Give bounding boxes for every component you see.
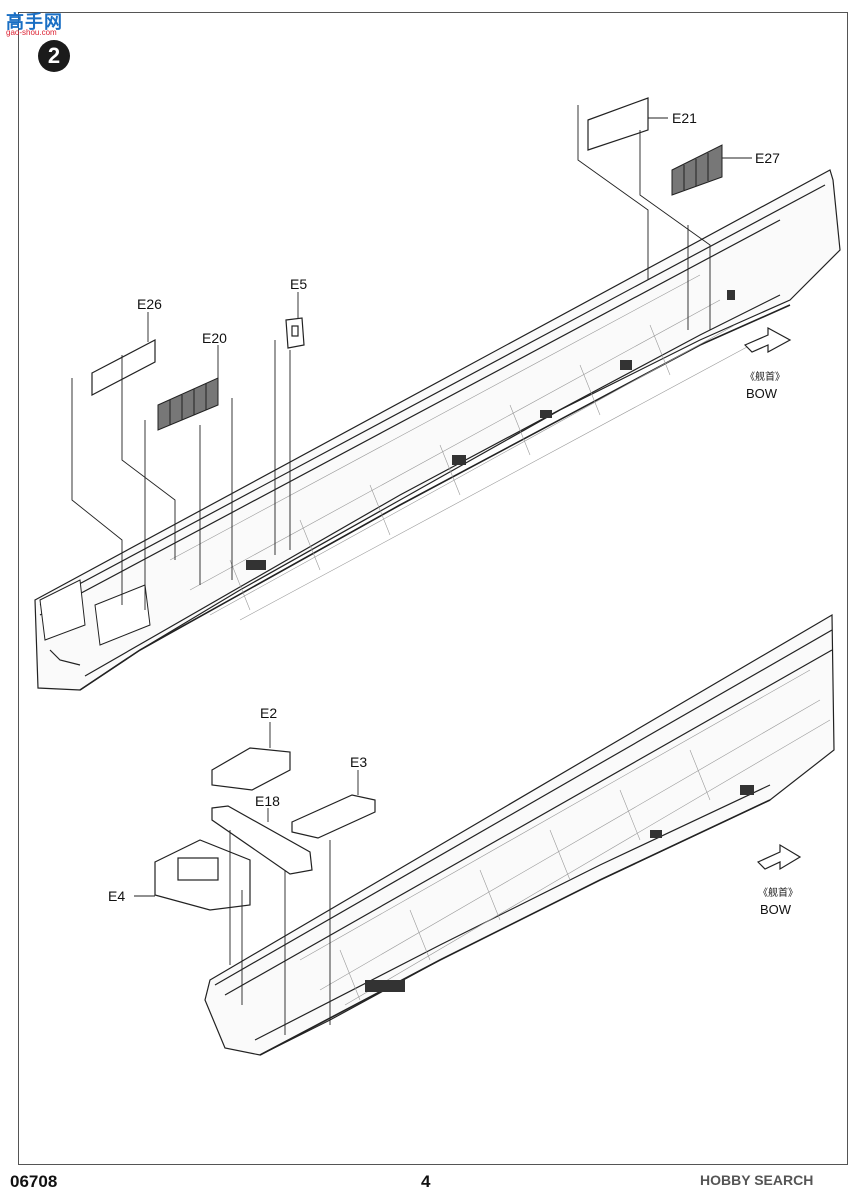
lower-bow-label: BOW	[760, 902, 792, 917]
lower-deck-grid	[299, 669, 831, 1006]
lower-hull-details	[365, 785, 754, 992]
part-e4	[154, 839, 251, 911]
site-logo: 高手网 gao-shou.com	[2, 4, 72, 37]
label-e5: E5	[290, 276, 308, 292]
part-e3	[291, 794, 376, 839]
label-e4: E4	[108, 888, 126, 904]
part-e2	[211, 747, 291, 791]
upper-deck-grid	[169, 274, 761, 621]
page-number: 4	[421, 1172, 431, 1191]
label-e3: E3	[350, 754, 368, 770]
label-e20: E20	[202, 330, 227, 346]
lower-bow-label-cn: 《舰首》	[758, 888, 798, 899]
step-number-badge: 2	[38, 40, 70, 72]
upper-hull	[34, 169, 841, 691]
label-e27: E27	[755, 150, 780, 166]
label-e2: E2	[260, 705, 278, 721]
label-e26: E26	[137, 296, 162, 312]
upper-bow-label: BOW	[746, 386, 778, 401]
kit-code: 06708	[10, 1172, 58, 1191]
upper-leader-lines	[71, 105, 752, 610]
label-e18: E18	[255, 793, 280, 809]
upper-hull-details	[246, 290, 735, 570]
part-e26	[91, 339, 156, 396]
watermark: HOBBY SEARCH	[700, 1172, 814, 1188]
upper-stern-bulkheads	[39, 579, 151, 646]
part-e27	[671, 144, 723, 196]
label-e21: E21	[672, 110, 697, 126]
logo-text: 高手网	[6, 12, 63, 32]
part-e21	[587, 97, 649, 151]
logo-subtext: gao-shou.com	[6, 28, 57, 37]
part-e20	[157, 377, 219, 431]
lower-leader-lines	[134, 722, 359, 1035]
instruction-page-frame	[18, 12, 848, 1165]
lower-bow-arrow	[756, 843, 802, 871]
part-e5	[285, 317, 305, 349]
upper-bow-label-cn: 《舰首》	[745, 372, 785, 383]
upper-bow-arrow	[743, 326, 792, 354]
part-e18	[211, 805, 313, 875]
